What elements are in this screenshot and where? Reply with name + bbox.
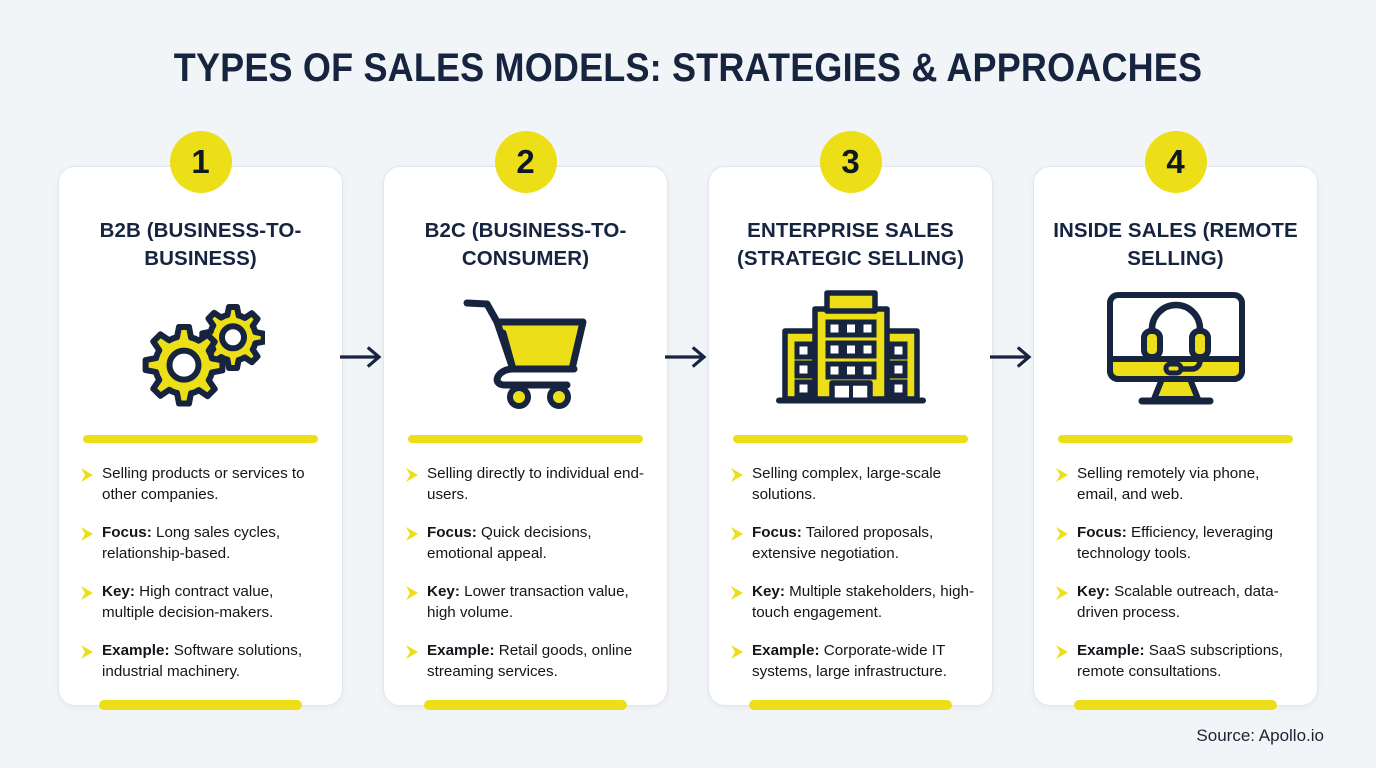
triangle-bullet-icon xyxy=(731,586,743,600)
list-item-text: Example: Software solutions, industrial … xyxy=(102,642,303,680)
list-item: Key: Lower transaction value, high volum… xyxy=(405,581,653,623)
list-item-text: Selling products or services to other co… xyxy=(102,465,305,503)
card-number-badge: 3 xyxy=(819,131,882,193)
shopping-cart-icon xyxy=(463,299,586,409)
triangle-bullet-icon xyxy=(406,468,418,482)
card-heading: ENTERPRISE SALES (STRATEGIC SELLING) xyxy=(736,219,964,270)
triangle-bullet-icon xyxy=(731,645,743,659)
card-connector-3-4 xyxy=(990,166,1033,706)
list-item-text: Key: High contract value, multiple decis… xyxy=(102,583,274,621)
triangle-bullet-icon xyxy=(1056,586,1068,600)
card-divider xyxy=(733,435,968,443)
list-item: Example: Corporate-wide IT systems, larg… xyxy=(730,640,978,682)
list-item-text: Selling complex, large-scale solutions. xyxy=(752,465,942,503)
list-item-text: Example: SaaS subscriptions, remote cons… xyxy=(1077,642,1283,680)
list-item-text: Selling remotely via phone, email, and w… xyxy=(1077,465,1260,503)
office-building-icon xyxy=(775,290,926,404)
list-item-text: Key: Scalable outreach, data-driven proc… xyxy=(1077,583,1279,621)
list-item: Example: Retail goods, online streaming … xyxy=(405,640,653,682)
list-item: Example: Software solutions, industrial … xyxy=(80,640,328,682)
sales-model-card-1[interactable]: 1 B2B (BUSINESS-TO-BUSINESS) Selling pro… xyxy=(58,131,343,710)
card-icon-area xyxy=(709,279,992,419)
source-attribution: Source: Apollo.io xyxy=(1196,726,1324,745)
card-connector-1-2 xyxy=(340,166,383,706)
triangle-bullet-icon xyxy=(731,527,743,541)
monitor-headset-icon xyxy=(1106,292,1245,405)
triangle-bullet-icon xyxy=(406,527,418,541)
list-item-text: Selling directly to individual end-users… xyxy=(427,465,644,503)
card-number-badge: 1 xyxy=(169,131,232,193)
card-icon-area xyxy=(59,279,342,419)
card-bottom-bar xyxy=(1074,700,1277,710)
list-item: Focus: Long sales cycles, relationship-b… xyxy=(80,522,328,564)
triangle-bullet-icon xyxy=(1056,645,1068,659)
card-bottom-bar xyxy=(99,700,302,710)
arrow-right-icon xyxy=(665,346,707,368)
list-item-text: Example: Retail goods, online streaming … xyxy=(427,642,633,680)
triangle-bullet-icon xyxy=(81,645,93,659)
card-heading: B2C (BUSINESS-TO-CONSUMER) xyxy=(424,219,627,270)
sales-model-card-4[interactable]: 4 INSIDE SALES (REMOTE SELLING) Selling … xyxy=(1033,131,1318,710)
list-item: Focus: Efficiency, leveraging technology… xyxy=(1055,522,1303,564)
sales-model-card-2[interactable]: 2 B2C (BUSINESS-TO-CONSUMER) Selling dir… xyxy=(383,131,668,710)
list-item: Selling complex, large-scale solutions. xyxy=(730,463,978,505)
list-item: Key: Scalable outreach, data-driven proc… xyxy=(1055,581,1303,623)
arrow-right-icon xyxy=(340,346,382,368)
triangle-bullet-icon xyxy=(731,468,743,482)
triangle-bullet-icon xyxy=(1056,468,1068,482)
list-item-text: Key: Multiple stakeholders, high-touch e… xyxy=(752,583,975,621)
list-item: Example: SaaS subscriptions, remote cons… xyxy=(1055,640,1303,682)
card-connector-2-3 xyxy=(665,166,708,706)
card-number-badge: 2 xyxy=(494,131,557,193)
triangle-bullet-icon xyxy=(1056,527,1068,541)
list-item-text: Key: Lower transaction value, high volum… xyxy=(427,583,629,621)
card-heading: B2B (BUSINESS-TO-BUSINESS) xyxy=(99,219,302,270)
triangle-bullet-icon xyxy=(81,468,93,482)
card-icon-area xyxy=(1034,279,1317,419)
triangle-bullet-icon xyxy=(406,645,418,659)
list-item: Key: Multiple stakeholders, high-touch e… xyxy=(730,581,978,623)
card-bullet-list: Selling directly to individual end-users… xyxy=(405,463,653,682)
page-title: TYPES OF SALES MODELS: STRATEGIES & APPR… xyxy=(173,46,1203,90)
sales-models-cards-row: 1 B2B (BUSINESS-TO-BUSINESS) Selling pro… xyxy=(58,131,1318,710)
card-number-badge: 4 xyxy=(1144,131,1207,193)
card-heading: INSIDE SALES (REMOTE SELLING) xyxy=(1053,219,1298,270)
list-item-text: Focus: Long sales cycles, relationship-b… xyxy=(102,524,281,562)
gears-icon xyxy=(142,304,265,407)
card-bullet-list: Selling remotely via phone, email, and w… xyxy=(1055,463,1303,682)
list-item-text: Focus: Efficiency, leveraging technology… xyxy=(1077,524,1274,562)
list-item-text: Example: Corporate-wide IT systems, larg… xyxy=(752,642,947,680)
list-item-text: Focus: Quick decisions, emotional appeal… xyxy=(427,524,592,562)
triangle-bullet-icon xyxy=(81,527,93,541)
triangle-bullet-icon xyxy=(81,586,93,600)
card-icon-area xyxy=(384,279,667,419)
list-item: Key: High contract value, multiple decis… xyxy=(80,581,328,623)
card-bullet-list: Selling products or services to other co… xyxy=(80,463,328,682)
card-divider xyxy=(408,435,643,443)
card-divider xyxy=(1058,435,1293,443)
arrow-right-icon xyxy=(990,346,1032,368)
sales-model-card-3[interactable]: 3 ENTERPRISE SALES (STRATEGIC SELLING) xyxy=(708,131,993,710)
list-item: Focus: Tailored proposals, extensive neg… xyxy=(730,522,978,564)
list-item-text: Focus: Tailored proposals, extensive neg… xyxy=(752,524,934,562)
list-item: Selling directly to individual end-users… xyxy=(405,463,653,505)
card-bottom-bar xyxy=(749,700,952,710)
list-item: Selling products or services to other co… xyxy=(80,463,328,505)
triangle-bullet-icon xyxy=(406,586,418,600)
card-bullet-list: Selling complex, large-scale solutions. … xyxy=(730,463,978,682)
list-item: Selling remotely via phone, email, and w… xyxy=(1055,463,1303,505)
card-bottom-bar xyxy=(424,700,627,710)
list-item: Focus: Quick decisions, emotional appeal… xyxy=(405,522,653,564)
card-divider xyxy=(83,435,318,443)
